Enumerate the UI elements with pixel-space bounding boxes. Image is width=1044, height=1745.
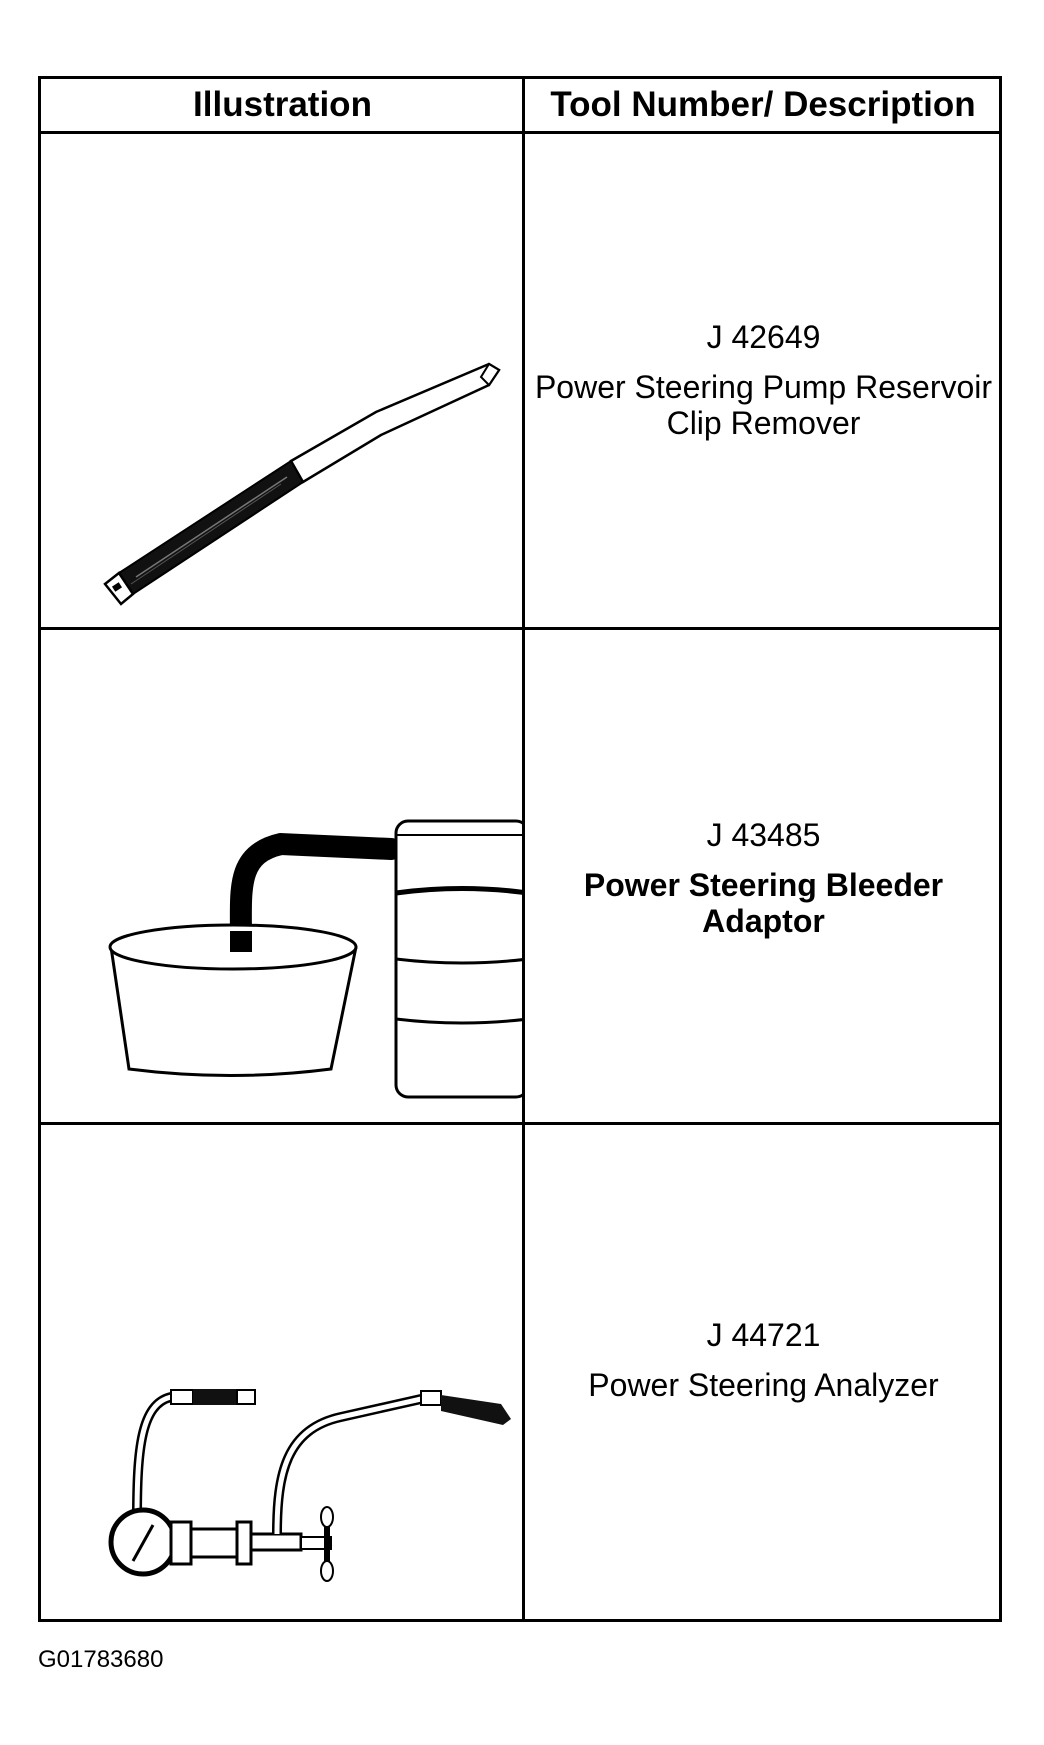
header-divider (41, 131, 999, 134)
tool-number: J 43485 (706, 817, 821, 853)
steering-analyzer-icon (108, 1389, 511, 1582)
table-row-illustration (41, 134, 522, 627)
figure-id: G01783680 (38, 1646, 164, 1673)
header-illustration: Illustration (193, 85, 372, 124)
tool-number: J 44721 (706, 1317, 821, 1353)
table-row-description: J 42649 Power Steering Pump Reservoir Cl… (525, 319, 1002, 441)
tool-table: Illustration Tool Number/ Description J … (38, 76, 1002, 1622)
row-divider (41, 1122, 999, 1125)
tool-number: J 42649 (706, 319, 821, 355)
table-row-description: J 44721 Power Steering Analyzer (525, 1317, 1002, 1403)
clip-remover-tool-icon (103, 362, 501, 606)
header-tool-description: Tool Number/ Description (550, 85, 976, 124)
table-row-illustration (41, 630, 530, 1122)
row-divider (41, 627, 999, 630)
tool-description: Power Steering Analyzer (588, 1367, 939, 1403)
tool-description: Power Steering Pump Reservoir Clip Remov… (534, 369, 993, 441)
table-row-description: J 43485 Power Steering Bleeder Adaptor (525, 817, 1002, 939)
bleeder-adaptor-icon (108, 819, 530, 1099)
tool-description: Power Steering Bleeder Adaptor (583, 867, 944, 939)
table-row-illustration (41, 1125, 522, 1622)
column-divider (522, 79, 525, 1619)
